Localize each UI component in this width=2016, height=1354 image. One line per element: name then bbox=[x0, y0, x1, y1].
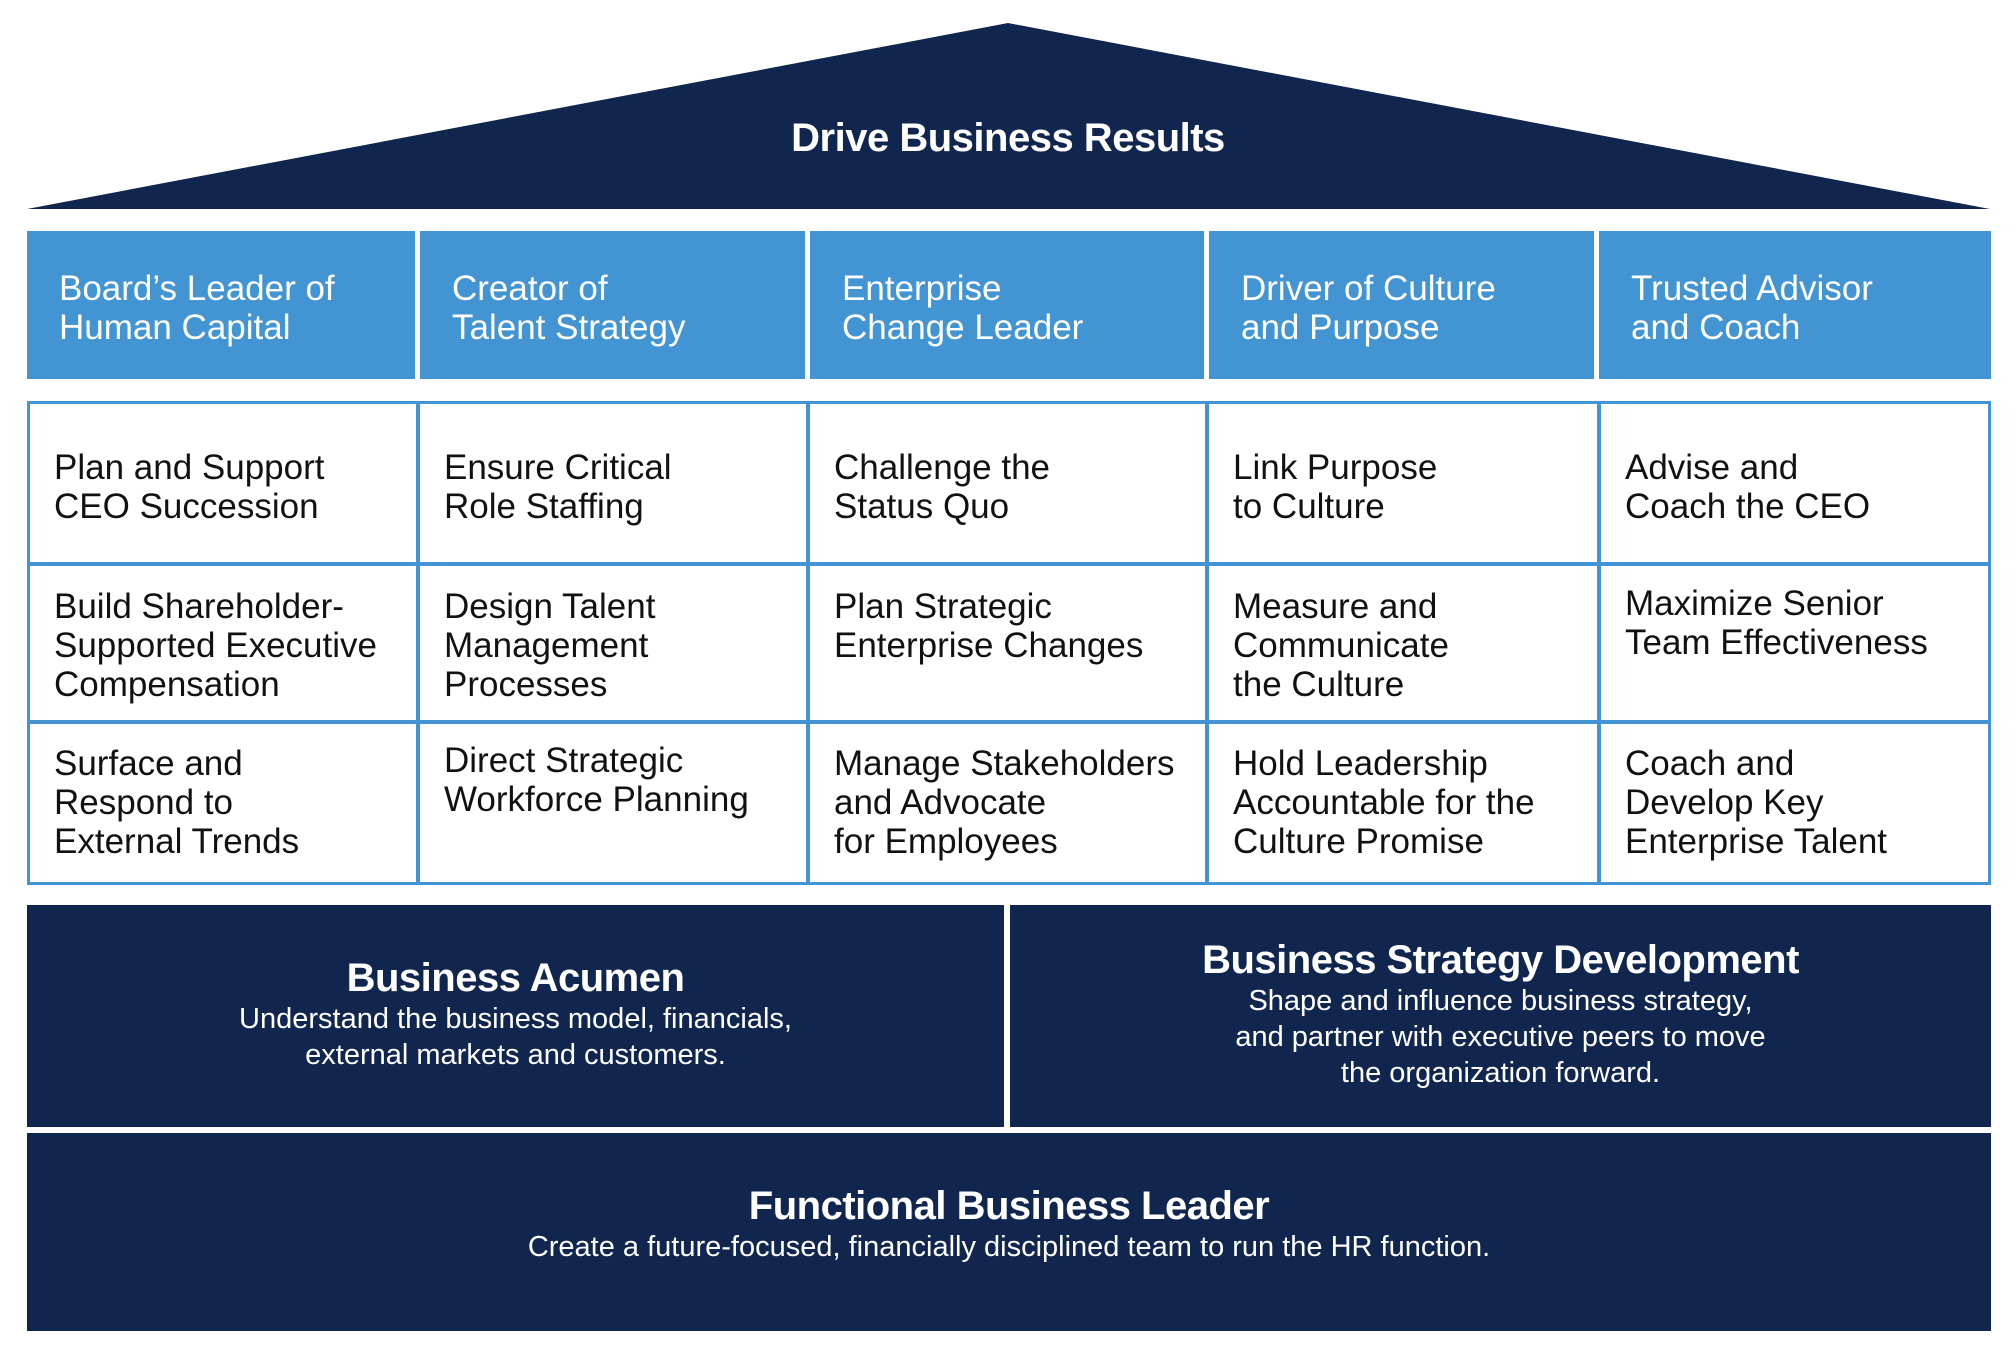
pillar-header-change-leader: Enterprise Change Leader bbox=[810, 231, 1204, 379]
pillar-header-culture-purpose: Driver of Culture and Purpose bbox=[1209, 231, 1594, 379]
pillar-header-human-capital: Board’s Leader of Human Capital bbox=[27, 231, 415, 379]
foundation-functional-leader: Functional Business Leader Create a futu… bbox=[27, 1133, 1991, 1331]
grid-cell: Challenge the Status Quo bbox=[834, 448, 1050, 526]
grid-divider bbox=[30, 720, 1988, 724]
foundation-business-strategy: Business Strategy Development Shape and … bbox=[1010, 905, 1991, 1127]
grid-cell: Direct Strategic Workforce Planning bbox=[444, 741, 749, 819]
grid-cell: Plan Strategic Enterprise Changes bbox=[834, 587, 1144, 665]
grid-cell: Measure and Communicate the Culture bbox=[1233, 587, 1449, 704]
grid-cell: Plan and Support CEO Succession bbox=[54, 448, 325, 526]
foundation-business-acumen: Business Acumen Understand the business … bbox=[27, 905, 1004, 1127]
grid-divider bbox=[1597, 404, 1601, 882]
grid-cell: Link Purpose to Culture bbox=[1233, 448, 1438, 526]
business-acumen-title: Business Acumen bbox=[346, 956, 685, 1000]
grid-cell: Manage Stakeholders and Advocate for Emp… bbox=[834, 744, 1175, 861]
pillar-header-trusted-advisor: Trusted Advisor and Coach bbox=[1599, 231, 1991, 379]
pillar-header-talent-strategy: Creator of Talent Strategy bbox=[420, 231, 805, 379]
capabilities-grid: Plan and Support CEO Succession Build Sh… bbox=[27, 401, 1991, 885]
grid-cell: Surface and Respond to External Trends bbox=[54, 744, 300, 861]
grid-cell: Ensure Critical Role Staffing bbox=[444, 448, 672, 526]
business-acumen-description: Understand the business model, financial… bbox=[239, 1003, 792, 1071]
grid-cell: Build Shareholder- Supported Executive C… bbox=[54, 587, 377, 704]
grid-cell: Advise and Coach the CEO bbox=[1625, 448, 1871, 526]
roof-title: Drive Business Results bbox=[791, 116, 1225, 160]
grid-divider bbox=[30, 562, 1988, 566]
grid-divider bbox=[416, 404, 420, 882]
roof-shape bbox=[27, 23, 1990, 209]
functional-leader-description: Create a future-focused, financially dis… bbox=[527, 1231, 1491, 1263]
functional-leader-title: Functional Business Leader bbox=[748, 1184, 1270, 1228]
grid-cell: Design Talent Management Processes bbox=[444, 587, 656, 704]
business-strategy-title: Business Strategy Development bbox=[1202, 938, 1799, 982]
grid-divider bbox=[806, 404, 810, 882]
grid-cell: Maximize Senior Team Effectiveness bbox=[1625, 584, 1928, 662]
business-strategy-description: Shape and influence business strategy, a… bbox=[1235, 985, 1766, 1089]
grid-divider bbox=[1205, 404, 1209, 882]
grid-cell: Coach and Develop Key Enterprise Talent bbox=[1625, 744, 1888, 861]
grid-cell: Hold Leadership Accountable for the Cult… bbox=[1233, 744, 1535, 861]
